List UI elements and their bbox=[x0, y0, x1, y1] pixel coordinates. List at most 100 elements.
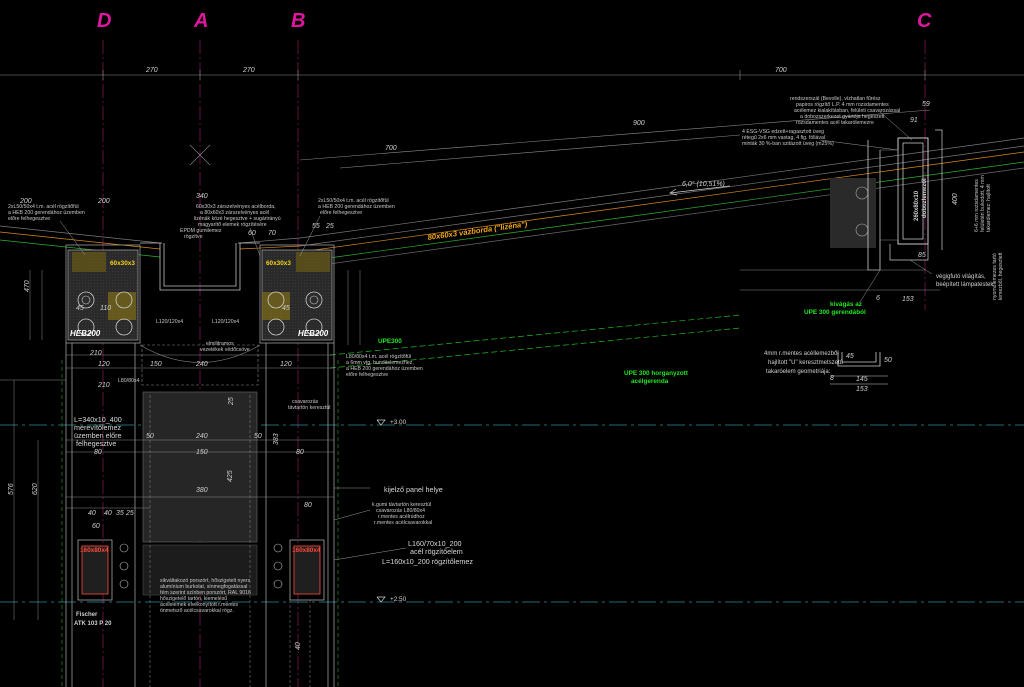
rhs-red-label-left: 160x80x4 bbox=[80, 547, 109, 554]
c-right-5: lemezből, hegesztett bbox=[998, 252, 1004, 300]
upe-beam-lines bbox=[329, 314, 741, 369]
dim-6: 6 bbox=[876, 295, 880, 302]
left-vertical-dims bbox=[13, 270, 361, 620]
alu-note-2: alumínium burkolat, sínmegfogatással bbox=[160, 584, 247, 590]
heb200-right bbox=[261, 249, 333, 341]
note-tl-1: 2xL50/50x4 t.m. acél rögzítőfül bbox=[8, 204, 79, 210]
dim-80-left: 80 bbox=[94, 449, 102, 456]
c-box-label: 260x80x10 bbox=[914, 190, 920, 221]
c-detail bbox=[740, 129, 943, 291]
bolt-note-2: csavarozás L80/80x4 bbox=[376, 508, 425, 514]
bolt-note-1: k.gumi távtartón keresztül bbox=[372, 502, 431, 508]
note-mid-1: elmilitramos bbox=[206, 341, 234, 347]
level-300: +3.00 bbox=[390, 419, 407, 426]
plate-label-2: merevítőlemez bbox=[74, 423, 122, 432]
dim-240-mid: 240 bbox=[195, 361, 208, 368]
dim-top-270-left: 270 bbox=[145, 67, 158, 74]
epdm-label-2: rögzítve bbox=[184, 234, 203, 240]
note-tr-1: 2xL50/50x4 t.m. acél rögzítőfül bbox=[318, 198, 389, 204]
u-note-3: takaróelem geometriája: bbox=[766, 369, 831, 375]
dim-45-c: 45 bbox=[846, 353, 854, 360]
l160-label-3: L=160x10_200 rögzítőlemez bbox=[382, 557, 473, 566]
bolt-note-3: r.mentes acélrúdhoz bbox=[378, 514, 425, 520]
u-note-1: 4mm r.mentes acéllemezből bbox=[764, 351, 839, 357]
note-tm-2: a 80x60x3 zárszelvényes acél bbox=[200, 210, 269, 216]
lower-rhs-left bbox=[77, 539, 129, 601]
mid-dim-lines bbox=[0, 354, 334, 509]
dim-slope-900: 900 bbox=[633, 120, 645, 127]
dim-25-b: 25 bbox=[125, 510, 134, 517]
dim-top-270-right: 270 bbox=[242, 67, 255, 74]
angle-label-left: L120/120x4 bbox=[156, 319, 183, 325]
angle-label-right: L120/120x4 bbox=[212, 319, 239, 325]
c-note-3: acélemez kialakításban, felületi csavaro… bbox=[794, 108, 900, 114]
dim-50-right: 50 bbox=[254, 433, 262, 440]
lamp-label-2: beépített lámpatestek bbox=[936, 282, 994, 288]
note-ml-1: L80/80x4 t.m. acél rögzítőfül bbox=[346, 354, 411, 360]
u-note-2: hajlított "U" keresztmetszetű bbox=[768, 360, 844, 366]
c-right-3: takarólemez: hajlított bbox=[986, 184, 992, 232]
lower-dash-lines bbox=[149, 395, 311, 687]
lamp-label-1: végigfutó világítás, bbox=[936, 274, 986, 280]
top-dimension-line bbox=[0, 70, 1024, 80]
axis-label-c: C bbox=[917, 10, 932, 32]
dim-210-top: 210 bbox=[89, 350, 102, 357]
dim-150-low: 150 bbox=[196, 449, 208, 456]
dim-425: 425 bbox=[227, 470, 234, 482]
note-tm-1: 60x30x3 zárszelvényes acélborda, bbox=[196, 204, 276, 210]
note-tl-3: előre felhegesztve bbox=[8, 216, 50, 222]
dim-55: 55 bbox=[312, 223, 320, 230]
display-panel-lower bbox=[142, 544, 258, 596]
note-bolts-2: távtartón keresztül bbox=[288, 405, 330, 411]
level-250: +2.50 bbox=[390, 596, 407, 603]
dim-40-a: 40 bbox=[88, 510, 96, 517]
dim-59: 59 bbox=[922, 101, 930, 108]
dim-240-low: 240 bbox=[195, 433, 208, 440]
alu-note-5: acélelemek elvékonyított r.mentes bbox=[160, 602, 239, 608]
dim-145: 145 bbox=[856, 376, 868, 383]
heb200-label-right: HEB200 bbox=[298, 329, 329, 338]
c-note-7: rétegű 2x6 mm vastag, 4 fig. fóliával bbox=[742, 135, 825, 141]
dim-200-left: 200 bbox=[19, 198, 32, 205]
green-column-edges bbox=[61, 360, 339, 687]
slope-label: 6,0° (10,51%) bbox=[682, 180, 725, 188]
alu-note-3: fém szerint színben porszórt, RAL 9016 bbox=[160, 590, 251, 596]
dim-25-v: 25 bbox=[228, 397, 235, 406]
axis-label-b: B bbox=[291, 10, 305, 32]
note-tr-3: előre felhegesztve bbox=[320, 210, 362, 216]
dim-153: 153 bbox=[902, 296, 914, 303]
dim-91: 91 bbox=[910, 117, 918, 124]
dim-153-b: 153 bbox=[856, 386, 868, 393]
dim-340: 340 bbox=[196, 193, 208, 200]
epdm-label: EPDM gumilemez bbox=[180, 228, 222, 234]
l160-label-1: L160/70x10_200 bbox=[408, 539, 462, 548]
level-markers bbox=[376, 419, 386, 603]
dim-25: 25 bbox=[325, 223, 334, 230]
dim-40-b: 40 bbox=[104, 510, 112, 517]
slope-dimension-lines bbox=[299, 109, 931, 169]
inner-arc bbox=[139, 344, 261, 386]
cutout-label-1: kivágás az bbox=[830, 301, 862, 308]
plate-label-3: üzemben előre bbox=[74, 431, 122, 440]
dim-50-c: 50 bbox=[884, 357, 892, 364]
dim-400: 400 bbox=[952, 193, 959, 205]
dim-8: 8 bbox=[830, 375, 834, 382]
heb200-label-left: HEB200 bbox=[70, 329, 101, 338]
upe300-label: UPE300 bbox=[378, 338, 402, 345]
dim-45-left: 45 bbox=[76, 305, 84, 312]
note-tr-2: a HEB 200 gerendához üzemben bbox=[318, 204, 395, 210]
gutter-cross bbox=[189, 144, 211, 166]
dim-120-right: 120 bbox=[280, 361, 292, 368]
lower-rhs-right bbox=[273, 539, 325, 601]
note-ml-4: előre felhegesztve bbox=[346, 372, 388, 378]
upe-galv-label-2: acélgerenda bbox=[631, 378, 669, 385]
heb200-left bbox=[67, 249, 139, 341]
rhs-red-label-right: 160x80x4 bbox=[292, 547, 321, 554]
gutter bbox=[140, 242, 260, 291]
axis-label-d: D bbox=[97, 10, 111, 32]
alu-note-1: sikváltakozó porszórt, hőszigetelt nyers bbox=[160, 578, 251, 584]
dim-210-bot: 210 bbox=[97, 382, 110, 389]
note-bolts-1: csavarozás bbox=[292, 399, 319, 405]
dim-150: 150 bbox=[150, 361, 162, 368]
